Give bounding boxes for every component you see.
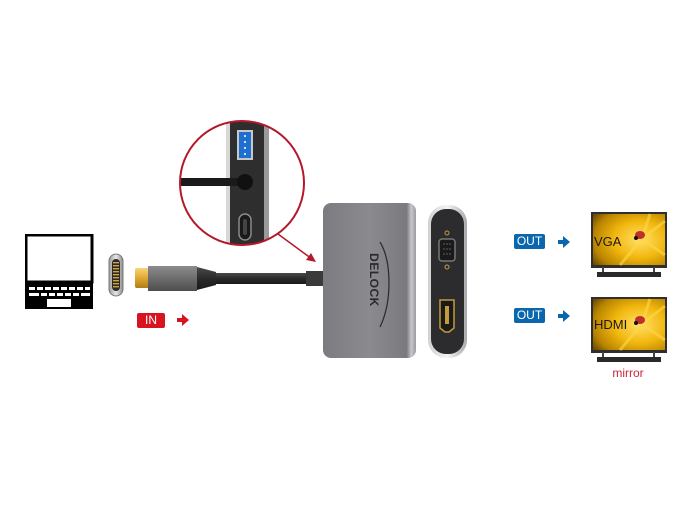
output-badge-vga: OUT: [514, 234, 545, 249]
vga-port-icon: [438, 230, 456, 270]
arrow-right-icon: [558, 236, 570, 248]
monitor-label-hdmi: HDMI: [594, 317, 628, 332]
monitor-icon: [590, 296, 668, 364]
brand-logo: DELOCK: [367, 253, 381, 307]
input-badge: IN: [137, 313, 165, 328]
adapter-port-panel: [427, 204, 469, 360]
usb-c-port-icon: [108, 253, 124, 297]
arrow-right-icon: [177, 314, 189, 326]
mirror-mode-label: mirror: [612, 366, 644, 380]
zoom-detail-circle: [176, 118, 316, 250]
leader-arrow: [270, 226, 325, 271]
output-badge-hdmi: OUT: [514, 308, 545, 323]
laptop-icon: [25, 234, 95, 310]
hdmi-port-icon: [439, 299, 455, 333]
arrow-right-icon: [558, 310, 570, 322]
adapter-body: [322, 202, 418, 360]
monitor-icon: [590, 211, 668, 279]
usb-c-cable: [134, 264, 326, 294]
monitor-label-vga: VGA: [594, 234, 622, 249]
